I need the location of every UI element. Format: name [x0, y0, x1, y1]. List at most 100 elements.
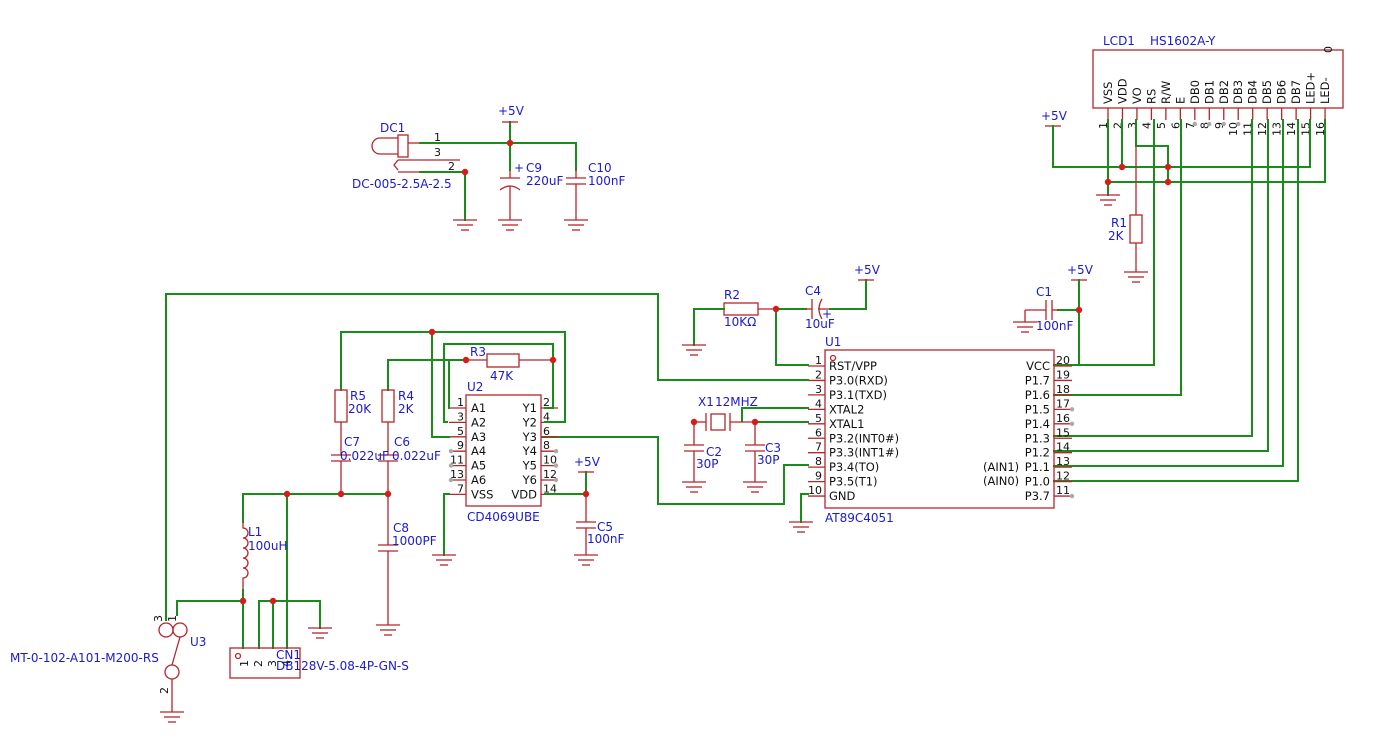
x1-ref: X1 [698, 395, 714, 409]
lcd1-pin-number: 16 [1314, 122, 1327, 136]
u1-right-pins: 20VCC19P1.718P1.617P1.516P1.415P1.314P1.… [1025, 354, 1075, 503]
lcd-led-plus-wire [1167, 119, 1311, 168]
c10-capacitor: C10 100nF [566, 161, 626, 220]
u2-nc-mark [553, 449, 559, 454]
a3-wire [431, 331, 450, 438]
lcd1-pin-name: DB6 [1275, 80, 1289, 104]
ground-symbol [498, 219, 522, 231]
u2-pin-number: 2 [543, 396, 550, 409]
u3-switch: 3 1 2 U3 MT-0-102-A101-M200-RS [10, 615, 206, 712]
u2-ref: U2 [467, 380, 483, 394]
junction [1118, 163, 1126, 171]
junction [269, 597, 277, 605]
lcd1-pin-number: 2 [1111, 122, 1124, 129]
c1-capacitor: C1 100nF [1024, 285, 1074, 333]
cn1-pin-1: 1 [238, 660, 251, 667]
u2-pin-number: 14 [543, 482, 557, 495]
u1-pin-name: P1.1 [1025, 460, 1050, 474]
u2-nc-mark [448, 463, 454, 468]
u2-nc-mark [553, 463, 559, 468]
u2-pin-name: VSS [471, 487, 493, 501]
r3-r4-wire [387, 359, 467, 391]
svg-text:+5V: +5V [498, 104, 525, 118]
u2-pin-number: 5 [457, 425, 464, 438]
u2-nc-mark [448, 449, 454, 454]
u2-pin-name: Y6 [522, 473, 537, 487]
c9-ref: C9 [526, 161, 542, 175]
u1-pin-name: P1.4 [1025, 417, 1050, 431]
u3-value: MT-0-102-A101-M200-RS [10, 651, 159, 665]
a2-y1-loop [443, 343, 554, 423]
u2-pin-number: 9 [457, 439, 464, 452]
c10-ref: C10 [588, 161, 612, 175]
u2-pin-name: A1 [471, 401, 486, 415]
c1-ref: C1 [1036, 285, 1052, 299]
c2-capacitor: C2 30P [684, 422, 722, 482]
u2-pin-number: 7 [457, 482, 464, 495]
xtal2-wire [741, 407, 809, 422]
u1-pin-number: 4 [815, 397, 822, 410]
u1-pin-number: 14 [1056, 441, 1070, 454]
u1-pin-name: GND [829, 489, 856, 503]
u1-pin-name: P3.0(RXD) [829, 373, 888, 387]
junction [772, 305, 780, 313]
lcd-db5-to-p12 [1053, 119, 1269, 452]
u1-pin-name: XTAL1 [829, 417, 864, 431]
c3-value: 30P [757, 453, 780, 467]
u1-pin-number: 8 [815, 455, 822, 468]
u2-pin-number: 11 [450, 454, 464, 467]
lcd1-pin-name: DB7 [1289, 80, 1303, 104]
svg-text:+5V: +5V [854, 263, 881, 277]
dc-plus-rail [419, 142, 577, 171]
r3-ref: R3 [470, 345, 486, 359]
u1-pin-name: P1.6 [1025, 388, 1050, 402]
dc1-value: DC-005-2.5A-2.5 [352, 177, 452, 191]
u1-value: AT89C4051 [825, 511, 894, 525]
u1-pin-number: 1 [815, 354, 822, 367]
c5-capacitor: C5 100nF [576, 494, 625, 555]
dc1-ref: DC1 [380, 121, 405, 135]
c8-value: 1000PF [392, 534, 437, 548]
u1-pin-number: 16 [1056, 412, 1070, 425]
ground-symbol [1013, 321, 1037, 333]
lcd1-pin-name: DB1 [1202, 80, 1216, 104]
u1-pin-name: P3.2(INT0#) [829, 431, 899, 445]
ground-symbol [432, 554, 456, 566]
cn1-value: DB128V-5.08-4P-GN-S [276, 659, 409, 673]
lcd1-corner-mark: 0 [1322, 46, 1335, 53]
u1-pin-name: P3.3(INT1#) [829, 446, 899, 460]
lcd-e-to-p16 [1053, 119, 1182, 396]
lcd1-nc-mark [1236, 121, 1241, 127]
u2-pin-name: Y2 [522, 415, 537, 429]
junction [462, 356, 470, 364]
lcd1-pin-number: 5 [1155, 122, 1168, 129]
vcc-symbol-reset: +5V [854, 263, 881, 281]
c9-value: 220uF [526, 174, 564, 188]
cn1-pin-4: 4 [280, 660, 293, 667]
r2-gnd-wire [693, 308, 725, 346]
u1-pin-name: P1.3 [1025, 431, 1050, 445]
svg-text:+5V: +5V [574, 455, 601, 469]
x1-crystal: X1 12MHZ [695, 395, 758, 431]
cn1-pin-3: 3 [266, 660, 279, 667]
junction [283, 490, 291, 498]
lcd1-pin-number: 14 [1285, 122, 1298, 136]
dc1-pin-2: 2 [448, 160, 455, 173]
u1-pin-number: 6 [815, 426, 822, 439]
u2-vss-wire [443, 493, 450, 556]
lcd1-pin-name: VDD [1115, 78, 1129, 104]
u3-pin-1: 1 [166, 615, 179, 622]
u1-pin-number: 18 [1056, 383, 1070, 396]
c4-value: 10uF [805, 317, 835, 331]
c4-plus: + [822, 307, 832, 321]
u1-pin-name: P1.0 [1025, 475, 1050, 489]
l1-to-u3-wire [176, 600, 244, 616]
u2-pin-number: 10 [543, 454, 557, 467]
lcd1-pins: VSS1VDD2VO3RS4R/W5E6DB07DB18DB29DB310DB4… [1097, 72, 1332, 136]
u1-pin-number: 12 [1056, 470, 1070, 483]
c9-capacitor: + C9 220uF [499, 161, 564, 220]
l1-top-net [242, 493, 389, 523]
